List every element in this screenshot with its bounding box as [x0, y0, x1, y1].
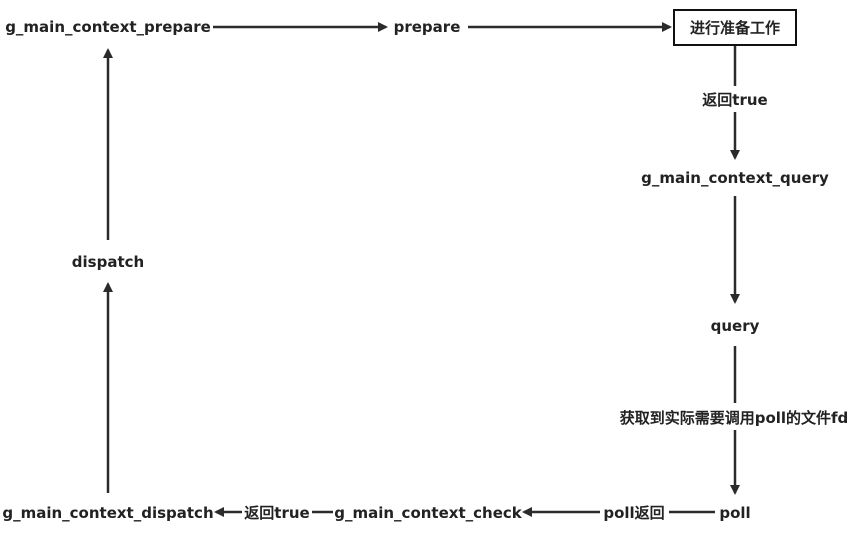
edge-label-query-to-poll: 获取到实际需要调用poll的文件fd [620, 409, 849, 427]
prep-work-box [673, 9, 797, 46]
node-g-main-context-prepare: g_main_context_prepare [5, 18, 211, 36]
node-query: query [711, 317, 760, 335]
node-dispatch: dispatch [72, 253, 144, 271]
node-g-main-context-dispatch: g_main_context_dispatch [2, 504, 213, 522]
edge-label-prep-to-query: 返回true [702, 91, 767, 109]
node-g-main-context-check: g_main_context_check [334, 504, 523, 522]
node-prep-work: 进行准备工作 [690, 19, 780, 37]
node-poll: poll [719, 504, 750, 522]
node-prepare: prepare [394, 18, 461, 36]
edge-label-poll-to-check: poll返回 [603, 504, 664, 522]
edge-label-check-to-dispatch: 返回true [244, 504, 309, 522]
node-g-main-context-query: g_main_context_query [641, 169, 829, 187]
